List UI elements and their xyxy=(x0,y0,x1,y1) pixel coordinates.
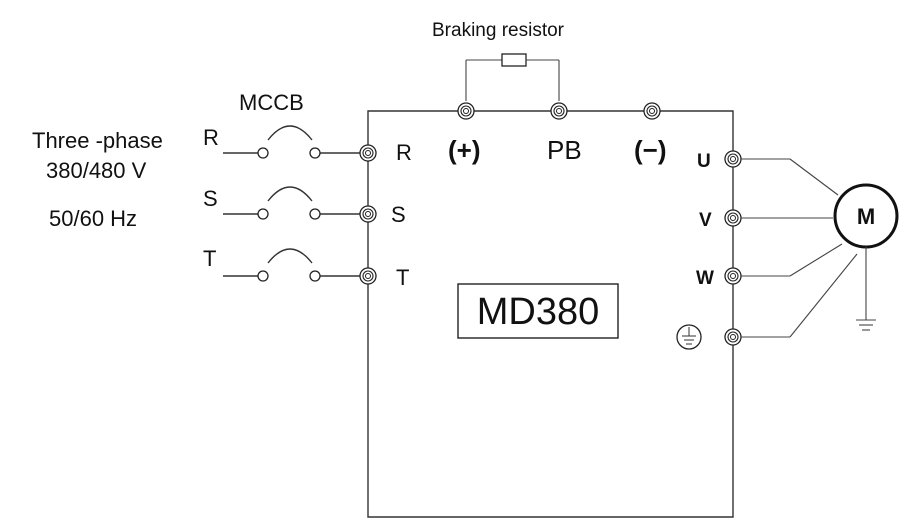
terminal-minus xyxy=(643,102,661,120)
terminal-u-label: U xyxy=(697,151,711,172)
terminal-r-label: R xyxy=(396,140,412,165)
terminal-pe xyxy=(724,328,742,346)
braking-resistor-label: Braking resistor xyxy=(432,20,565,41)
terminal-v-label: V xyxy=(699,210,712,231)
terminal-plus-label: (+) xyxy=(448,135,481,165)
supply-voltage: 380/480 V xyxy=(46,158,147,183)
terminal-t xyxy=(359,267,377,285)
supply-label: Three -phase xyxy=(32,128,163,153)
motor-label: M xyxy=(857,204,875,229)
braking-resistor xyxy=(465,53,560,101)
motor-wiring xyxy=(741,158,858,338)
terminal-w xyxy=(724,267,742,285)
breaker-s xyxy=(223,186,360,220)
supply-frequency: 50/60 Hz xyxy=(49,206,137,231)
line-label-s: S xyxy=(203,186,218,211)
breaker-t xyxy=(223,248,360,282)
line-label-t: T xyxy=(203,246,216,271)
inverter-enclosure xyxy=(367,110,734,518)
motor-earth-icon xyxy=(856,247,876,331)
terminal-pb xyxy=(550,102,568,120)
breaker-r xyxy=(223,125,360,159)
model-box xyxy=(457,283,619,339)
terminal-t-label: T xyxy=(396,265,409,290)
terminal-r xyxy=(359,144,377,162)
terminal-pb-label: PB xyxy=(547,135,582,165)
terminal-u xyxy=(724,150,742,168)
model-label: MD380 xyxy=(477,291,600,333)
terminal-minus-label: (−) xyxy=(634,135,667,165)
terminal-s-label: S xyxy=(391,202,406,227)
terminal-w-label: W xyxy=(696,268,714,289)
terminal-v xyxy=(724,209,742,227)
breaker-label: MCCB xyxy=(239,90,304,115)
earth-icon xyxy=(676,324,702,350)
line-label-r: R xyxy=(203,125,219,150)
terminal-s xyxy=(359,205,377,223)
terminal-plus xyxy=(457,102,475,120)
